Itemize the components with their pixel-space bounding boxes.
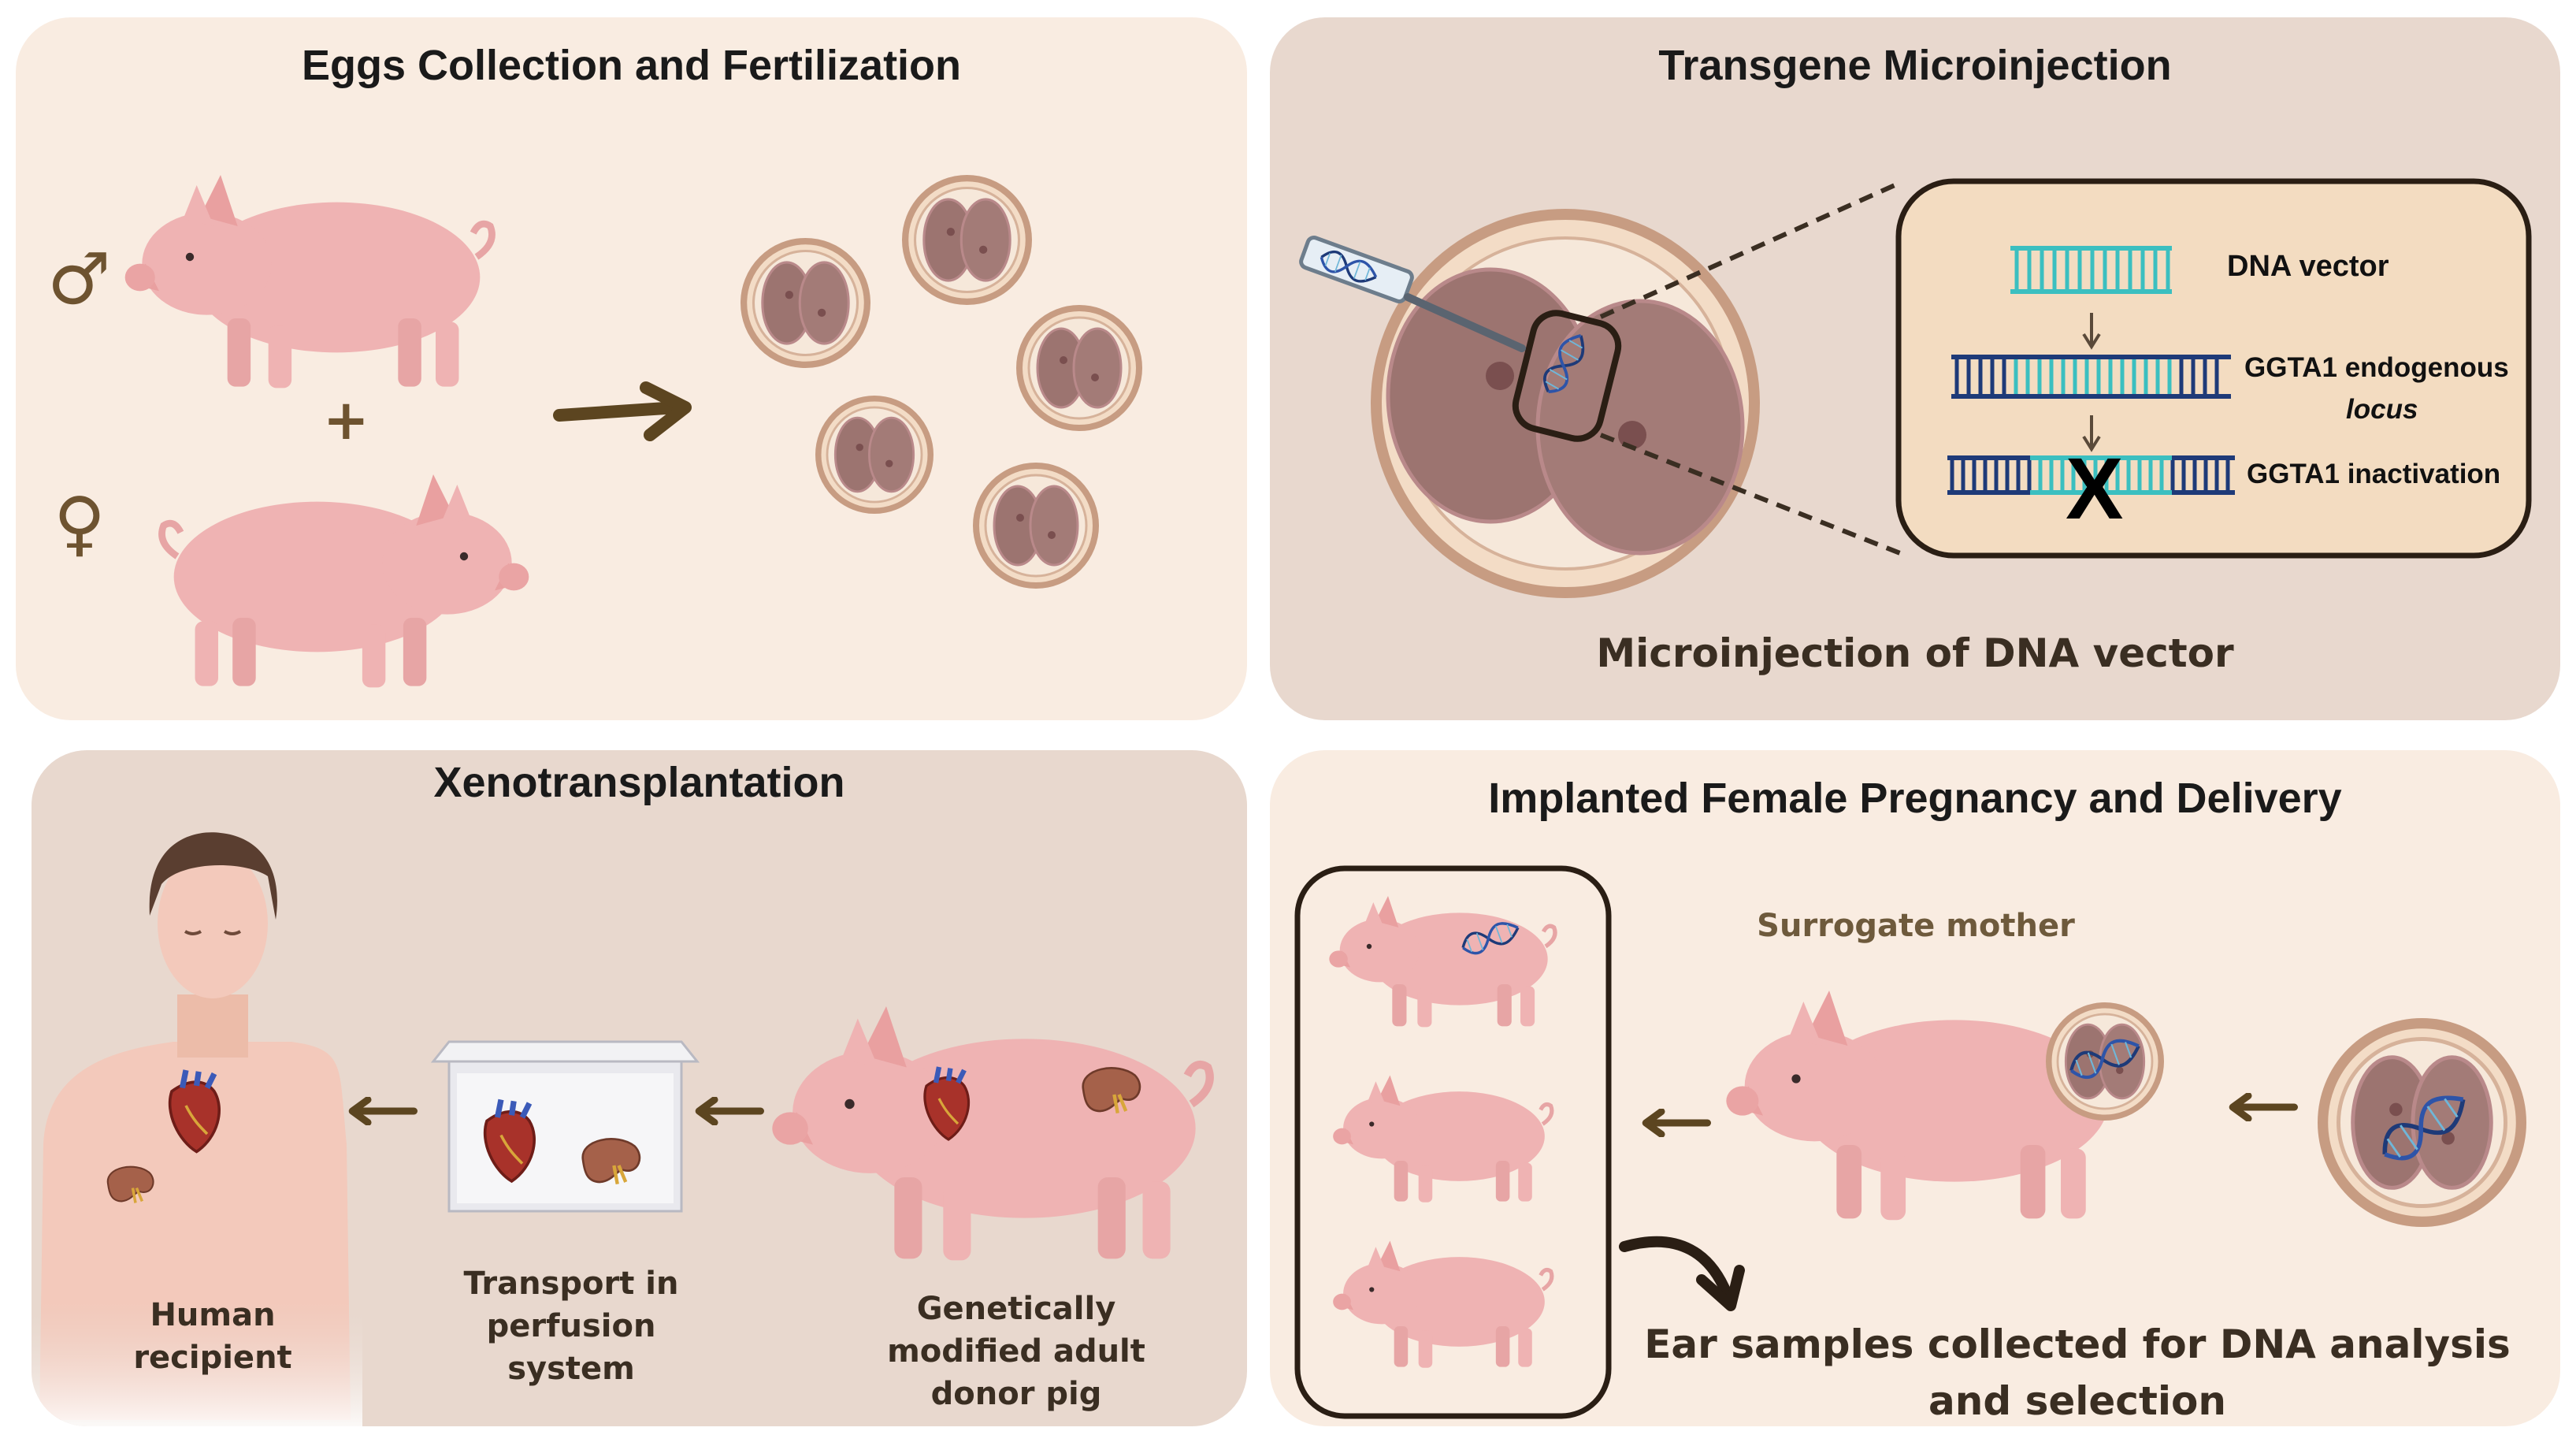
transport-label: Transport in perfusion system: [441, 1262, 701, 1390]
arrow-right-icon: [553, 401, 684, 422]
transport-label-line: perfusion: [486, 1308, 656, 1344]
ear-samples-caption: Ear samples collected for DNA analysis a…: [1624, 1316, 2530, 1426]
pregnancy-panel: Implanted Female Pregnancy and Delivery …: [1270, 750, 2560, 1426]
inactivation-label: GGTA1 inactivation: [2247, 459, 2501, 489]
knockout-x-mark: X: [2066, 440, 2124, 537]
donor-label-line: donor pig: [930, 1376, 1102, 1412]
dna-vector-label: DNA vector: [2227, 250, 2389, 283]
donor-label-line: modified adult: [887, 1333, 1145, 1370]
microinjection-panel: Transgene Microinjection: [1270, 17, 2560, 720]
female-symbol: ♀: [54, 482, 106, 565]
donor-pig-label: Genetically modified adult donor pig: [867, 1288, 1166, 1415]
arrow-left-icon: [699, 1100, 760, 1123]
eggs-collection-panel: Eggs Collection and Fertilization ♂ ♀ +: [16, 17, 1247, 720]
arrow-left-icon: [1646, 1112, 1707, 1135]
embryo-icon: [905, 178, 1029, 302]
xeno-illustration: [32, 832, 1247, 1426]
locus-label: locus: [2346, 394, 2418, 425]
human-recipient-label: Human recipient: [110, 1294, 315, 1379]
curved-arrow-icon: [1619, 1236, 1732, 1299]
microinjection-illustration: [1299, 178, 2532, 598]
piglet-illustration: [1333, 1241, 1552, 1368]
sow-illustration: [162, 474, 529, 687]
donor-label-line: Genetically: [916, 1291, 1116, 1327]
surrogate-mother-label: Surrogate mother: [1757, 908, 2075, 944]
micropipette-icon: [1299, 236, 1526, 352]
piglet-illustration: [1333, 1076, 1552, 1203]
recipient-label-line: Human: [150, 1297, 276, 1333]
ear-caption-line: Ear samples collected for DNA analysis: [1644, 1321, 2511, 1367]
ear-caption-line: and selection: [1928, 1378, 2226, 1424]
piglet-illustration: [1329, 896, 1555, 1027]
boar-illustration: [125, 175, 492, 388]
microinjection-panel-title: Transgene Microinjection: [1658, 42, 2172, 89]
eggs-illustration: [16, 17, 1247, 720]
pregnancy-illustration: [1294, 865, 2560, 1419]
microinjection-caption: Microinjection of DNA vector: [1596, 630, 2234, 676]
donor-pig-illustration: [772, 1006, 1209, 1260]
xeno-panel-title: Xenotransplantation: [433, 759, 845, 806]
recipient-label-line: recipient: [133, 1340, 292, 1376]
xenotransplantation-panel: Xenotransplantation: [32, 750, 1247, 1426]
perfusion-box-illustration: [430, 1040, 700, 1213]
eggs-panel-title: Eggs Collection and Fertilization: [301, 42, 962, 89]
embryo-icon: [744, 241, 867, 365]
male-symbol: ♂: [47, 238, 111, 321]
endogenous-locus-label: GGTA1 endogenous: [2244, 352, 2509, 383]
plus-sign: +: [323, 388, 369, 452]
embryo-icon: [976, 466, 1096, 585]
embryo-icon: [818, 399, 931, 511]
arrow-left-icon: [352, 1100, 414, 1123]
human-recipient-illustration: [32, 832, 362, 1426]
pregnancy-panel-title: Implanted Female Pregnancy and Delivery: [1488, 775, 2342, 822]
transport-label-line: system: [507, 1351, 635, 1387]
arrow-left-icon: [2233, 1096, 2294, 1119]
embryo-icon: [1019, 308, 1139, 428]
dna-vector-bar: [2010, 246, 2172, 294]
transport-label-line: Transport in: [463, 1266, 679, 1302]
